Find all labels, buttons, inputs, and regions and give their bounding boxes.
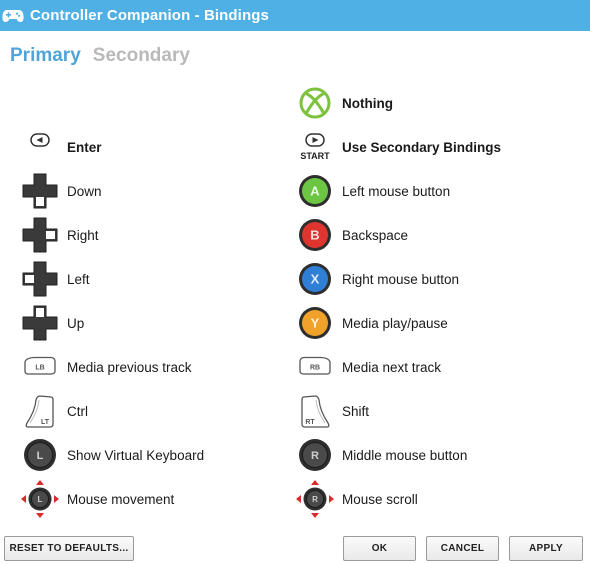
binding-action: Media previous track <box>67 359 192 375</box>
binding-row-y[interactable]: Y Media play/pause <box>295 301 501 345</box>
svg-text:A: A <box>310 184 320 199</box>
svg-text:R: R <box>312 495 318 504</box>
binding-action: Left <box>67 271 90 287</box>
binding-action: Show Virtual Keyboard <box>67 447 205 463</box>
svg-text:R: R <box>311 450 319 462</box>
binding-action: Backspace <box>342 227 409 243</box>
back-button-icon <box>20 127 60 167</box>
b-button-icon: B <box>295 215 335 255</box>
binding-action: Right mouse button <box>342 271 460 287</box>
binding-action: Left mouse button <box>342 183 451 199</box>
cancel-button[interactable]: CANCEL <box>426 536 499 561</box>
binding-row-rb[interactable]: RB Media next track <box>295 345 501 389</box>
left-stick-icon: L <box>20 435 60 475</box>
binding-row-lt[interactable]: LT Ctrl <box>20 389 204 433</box>
binding-action: Media next track <box>342 359 442 375</box>
binding-row-lb[interactable]: LB Media previous track <box>20 345 204 389</box>
right-stick-icon: R <box>295 435 335 475</box>
dpad-right-icon <box>20 215 60 255</box>
binding-action: Enter <box>67 139 102 155</box>
binding-row-right-stick-move[interactable]: R Mouse scroll <box>295 477 501 521</box>
binding-action: Use Secondary Bindings <box>342 139 502 155</box>
binding-action: Down <box>67 183 102 199</box>
y-button-icon: Y <box>295 303 335 343</box>
left-stick-move-icon: L <box>20 479 60 519</box>
svg-text:X: X <box>311 272 320 287</box>
binding-action: Up <box>67 315 85 331</box>
ok-button[interactable]: OK <box>343 536 416 561</box>
window-title: Controller Companion - Bindings <box>30 7 269 24</box>
binding-row-left-stick-move[interactable]: L Mouse movement <box>20 477 204 521</box>
svg-text:L: L <box>37 450 44 462</box>
rt-trigger-icon: RT <box>295 391 335 431</box>
svg-text:RB: RB <box>310 365 320 372</box>
binding-row-dpad-up[interactable]: Up <box>20 301 204 345</box>
binding-action: Middle mouse button <box>342 447 468 463</box>
binding-row-start[interactable]: START Use Secondary Bindings <box>295 125 501 169</box>
binding-row-back[interactable]: Enter <box>20 125 204 169</box>
bindings-left-column: Enter Down Right Left <box>20 81 204 521</box>
lt-trigger-icon: LT <box>20 391 60 431</box>
dpad-left-icon <box>20 259 60 299</box>
binding-row-x[interactable]: X Right mouse button <box>295 257 501 301</box>
binding-row-dpad-right[interactable]: Right <box>20 213 204 257</box>
binding-action: Mouse scroll <box>342 491 418 507</box>
svg-text:START: START <box>300 151 330 161</box>
binding-row-b[interactable]: B Backspace <box>295 213 501 257</box>
binding-row-left-stick[interactable]: L Show Virtual Keyboard <box>20 433 204 477</box>
dpad-up-icon <box>20 303 60 343</box>
binding-action: Mouse movement <box>67 491 175 507</box>
svg-text:LB: LB <box>35 365 44 372</box>
apply-button[interactable]: APPLY <box>509 536 583 561</box>
start-button-icon: START <box>295 127 335 167</box>
binding-row-dpad-down[interactable]: Down <box>20 169 204 213</box>
binding-action: Shift <box>342 403 370 419</box>
svg-text:Y: Y <box>311 316 320 331</box>
binding-row-rt[interactable]: RT Shift <box>295 389 501 433</box>
binding-action: Nothing <box>342 95 393 111</box>
svg-text:L: L <box>38 495 43 504</box>
binding-row-guide[interactable]: Nothing <box>295 81 501 125</box>
a-button-icon: A <box>295 171 335 211</box>
svg-text:B: B <box>310 228 319 243</box>
xbox-guide-icon <box>295 83 335 123</box>
tab-secondary[interactable]: Secondary <box>92 45 190 66</box>
x-button-icon: X <box>295 259 335 299</box>
binding-action: Right <box>67 227 99 243</box>
binding-action: Media play/pause <box>342 315 448 331</box>
svg-text:RT: RT <box>305 419 315 426</box>
right-stick-move-icon: R <box>295 479 335 519</box>
binding-row[interactable] <box>20 81 204 125</box>
binding-row-right-stick[interactable]: R Middle mouse button <box>295 433 501 477</box>
binding-row-a[interactable]: A Left mouse button <box>295 169 501 213</box>
svg-text:LT: LT <box>41 419 50 426</box>
binding-row-dpad-left[interactable]: Left <box>20 257 204 301</box>
reset-defaults-button[interactable]: RESET TO DEFAULTS... <box>4 536 134 561</box>
bindings-right-column: Nothing START Use Secondary Bindings A L… <box>295 81 501 521</box>
gamepad-icon <box>1 6 25 26</box>
rb-bumper-icon: RB <box>295 347 335 387</box>
title-bar: Controller Companion - Bindings <box>0 0 590 31</box>
binding-tabs: Primary Secondary <box>10 45 190 67</box>
binding-action: Ctrl <box>67 403 88 419</box>
dpad-down-icon <box>20 171 60 211</box>
tab-primary[interactable]: Primary <box>10 45 81 66</box>
lb-bumper-icon: LB <box>20 347 60 387</box>
